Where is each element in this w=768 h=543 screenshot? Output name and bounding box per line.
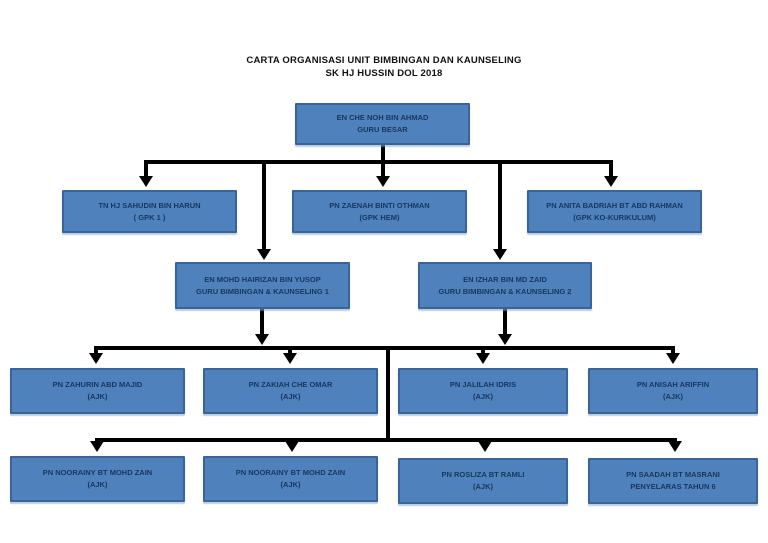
- node-name: PN ANITA BADRIAH BT ABD RAHMAN: [546, 200, 683, 210]
- node-name: EN MOHD HAIRIZAN BIN YUSOP: [204, 274, 321, 284]
- node-name: PN ZAENAH BINTI OTHMAN: [329, 200, 430, 210]
- node-name: PN ANISAH ARIFFIN: [636, 380, 710, 389]
- node-role: ( GPK 1 ): [133, 212, 166, 222]
- org-node-ajk-zahurin: PN ZAHURIN ABD MAJID (AJK): [10, 368, 185, 414]
- org-node-ajk-anisah: PN ANISAH ARIFFIN (AJK): [588, 368, 758, 414]
- node-name: PN NOORAINY BT MOHD ZAIN: [235, 468, 346, 477]
- org-node-kaunseling-1: EN MOHD HAIRIZAN BIN YUSOP GURU BIMBINGA…: [175, 262, 350, 309]
- node-name: PN ZAHURIN ABD MAJID: [52, 380, 143, 389]
- org-node-ajk-noorainy-1: PN NOORAINY BT MOHD ZAIN (AJK): [10, 456, 185, 502]
- node-role: (AJK): [280, 392, 301, 401]
- node-role: GURU BIMBINGAN & KAUNSELING 1: [196, 286, 329, 296]
- node-role: (AJK): [473, 482, 493, 491]
- org-node-ajk-jalilah: PN JALILAH IDRIS (AJK): [398, 368, 568, 414]
- org-node-penyelaras-tahun6: PN SAADAH BT MASRANI PENYELARAS TAHUN 6: [588, 458, 758, 504]
- node-name: PN NOORAINY BT MOHD ZAIN: [42, 468, 153, 477]
- node-role: (AJK): [87, 392, 108, 401]
- chart-title-line1: CARTA ORGANISASI UNIT BIMBINGAN DAN KAUN…: [246, 55, 522, 66]
- org-node-ajk-rosliza: PN ROSLIZA BT RAMLI (AJK): [398, 458, 568, 504]
- org-node-gpk-kokurikulum: PN ANITA BADRIAH BT ABD RAHMAN (GPK KO-K…: [527, 190, 702, 233]
- node-name: PN JALILAH IDRIS: [449, 380, 517, 389]
- node-role: (AJK): [473, 392, 493, 401]
- node-role: GURU BIMBINGAN & KAUNSELING 2: [438, 286, 572, 296]
- node-role: (AJK): [87, 480, 108, 489]
- node-role: (AJK): [280, 480, 301, 489]
- chart-title: CARTA ORGANISASI UNIT BIMBINGAN DAN KAUN…: [0, 54, 768, 80]
- org-node-kaunseling-2: EN IZHAR BIN MD ZAID GURU BIMBINGAN & KA…: [418, 262, 592, 309]
- node-role: GURU BESAR: [357, 125, 408, 134]
- node-name: PN ROSLIZA BT RAMLI: [441, 470, 525, 479]
- node-name: PN SAADAH BT MASRANI: [626, 470, 720, 479]
- org-node-gpk-hem: PN ZAENAH BINTI OTHMAN (GPK HEM): [292, 190, 467, 233]
- org-node-ajk-noorainy-2: PN NOORAINY BT MOHD ZAIN (AJK): [203, 456, 378, 502]
- org-node-guru-besar: EN CHE NOH BIN AHMAD GURU BESAR: [295, 103, 470, 145]
- node-name: EN IZHAR BIN MD ZAID: [463, 274, 547, 284]
- node-role: PENYELARAS TAHUN 6: [630, 482, 716, 491]
- org-node-ajk-zakiah: PN ZAKIAH CHE OMAR (AJK): [203, 368, 378, 414]
- node-role: (GPK KO-KURIKULUM): [573, 212, 656, 222]
- node-role: (GPK HEM): [359, 212, 400, 222]
- node-name: PN ZAKIAH CHE OMAR: [248, 380, 333, 389]
- org-node-gpk1: TN HJ SAHUDIN BIN HARUN ( GPK 1 ): [62, 190, 237, 233]
- node-name: EN CHE NOH BIN AHMAD: [336, 113, 429, 122]
- node-name: TN HJ SAHUDIN BIN HARUN: [98, 200, 201, 210]
- node-role: (AJK): [663, 392, 683, 401]
- chart-title-line2: SK HJ HUSSIN DOL 2018: [325, 68, 443, 79]
